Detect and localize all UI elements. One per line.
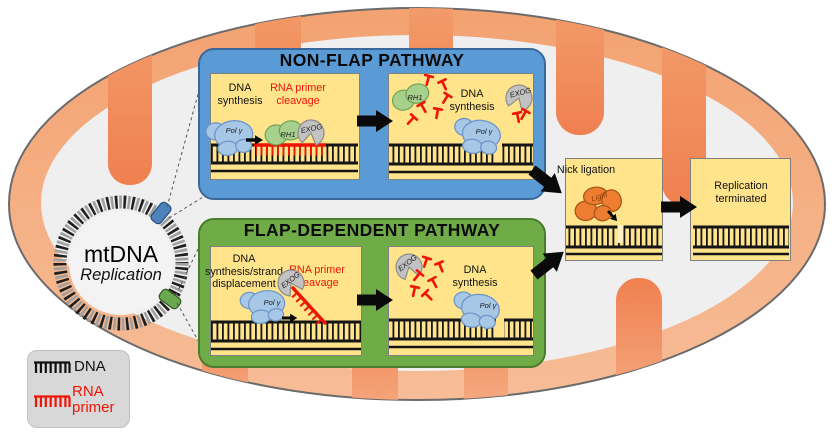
mtdna-sublabel: Replication <box>80 266 162 284</box>
mtdna-circle-inner <box>69 211 173 315</box>
nf-step1-label-rna-cleavage: RNA primer cleavage <box>270 82 326 107</box>
flap-step2-box <box>388 246 534 356</box>
flap-origin-marker <box>158 288 182 310</box>
nick-ligation-label: Nick ligation <box>556 164 616 176</box>
mtdna-helix-black-ticks <box>53 195 189 331</box>
crista <box>616 278 662 400</box>
connector-line <box>176 302 209 359</box>
fd-step1-label-synthesis-displacement: DNA synthesis/strand displacement <box>204 253 283 291</box>
replication-terminated-box <box>690 158 791 261</box>
crista <box>108 8 152 185</box>
fd-step2-label-dna-synthesis: DNA synthesis <box>452 264 498 289</box>
mtdna-circle <box>53 195 189 331</box>
nf-step1-label-dna-synthesis: DNA synthesis <box>217 82 263 107</box>
replication-terminated-label: Replication terminated <box>714 180 768 205</box>
legend-rna-label: RNA primer <box>72 383 115 416</box>
non-flap-title: NON-FLAP PATHWAY <box>279 50 465 70</box>
fd-step1-label-rna-cleavage: RNA primer cleavage <box>289 264 345 289</box>
mtdna-label: mtDNA <box>83 241 159 267</box>
nf-step2-label-dna-synthesis: DNA synthesis <box>449 88 495 113</box>
legend-dna-label: DNA <box>74 358 106 375</box>
flap-title: FLAP-DEPENDENT PATHWAY <box>243 220 501 240</box>
connector-line <box>168 193 209 219</box>
crista <box>748 322 792 400</box>
